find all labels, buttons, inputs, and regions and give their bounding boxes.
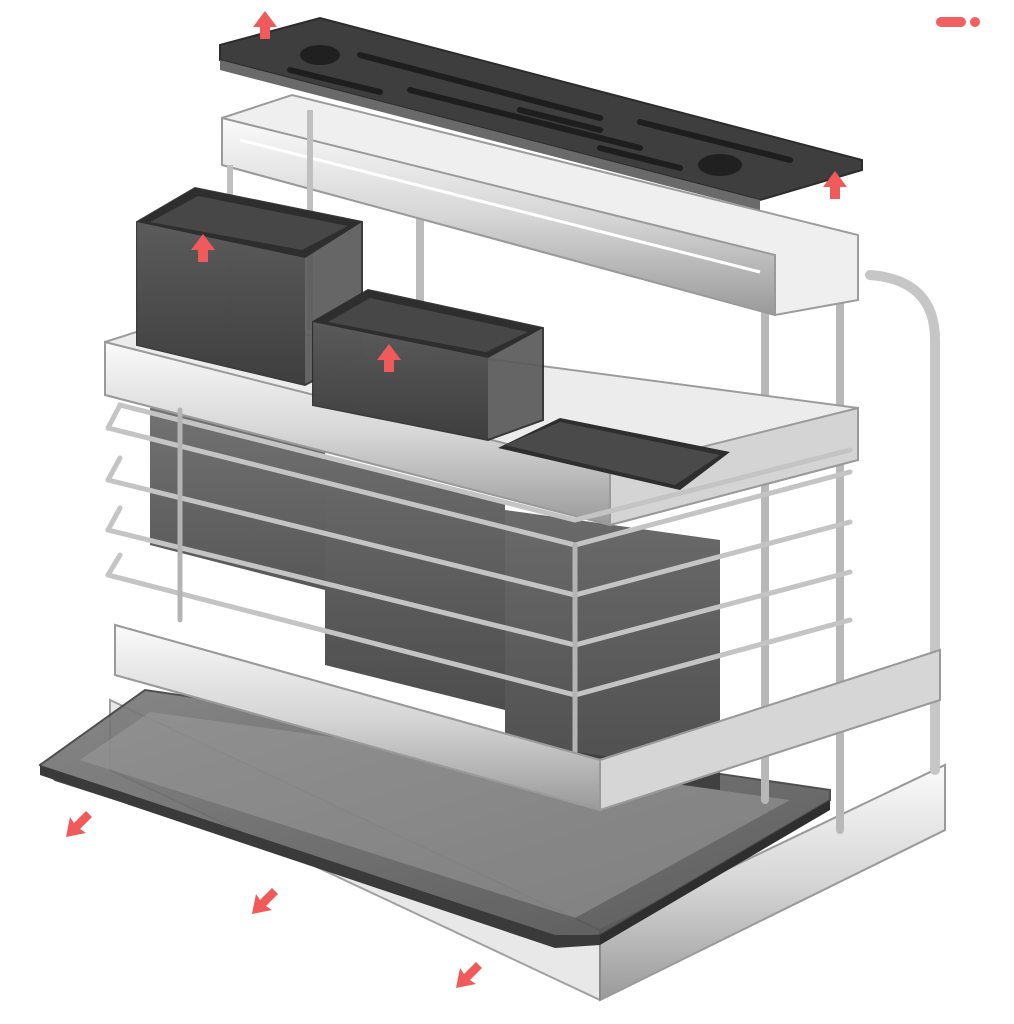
wire-basket <box>105 402 853 803</box>
arrow-down-left-icon <box>456 962 482 988</box>
base-frame <box>109 698 946 1002</box>
arrow-down-left-icon <box>252 888 278 914</box>
pill-badge-icon <box>936 17 980 27</box>
knife-slot-plate <box>219 16 863 210</box>
top-frame <box>221 93 859 400</box>
basket-base-rim <box>114 623 941 812</box>
utensil-cup-middle <box>312 288 544 442</box>
arrow-down-left-icon <box>66 811 92 837</box>
utensil-cup-left <box>136 186 363 387</box>
tray-front-lip <box>40 765 830 948</box>
